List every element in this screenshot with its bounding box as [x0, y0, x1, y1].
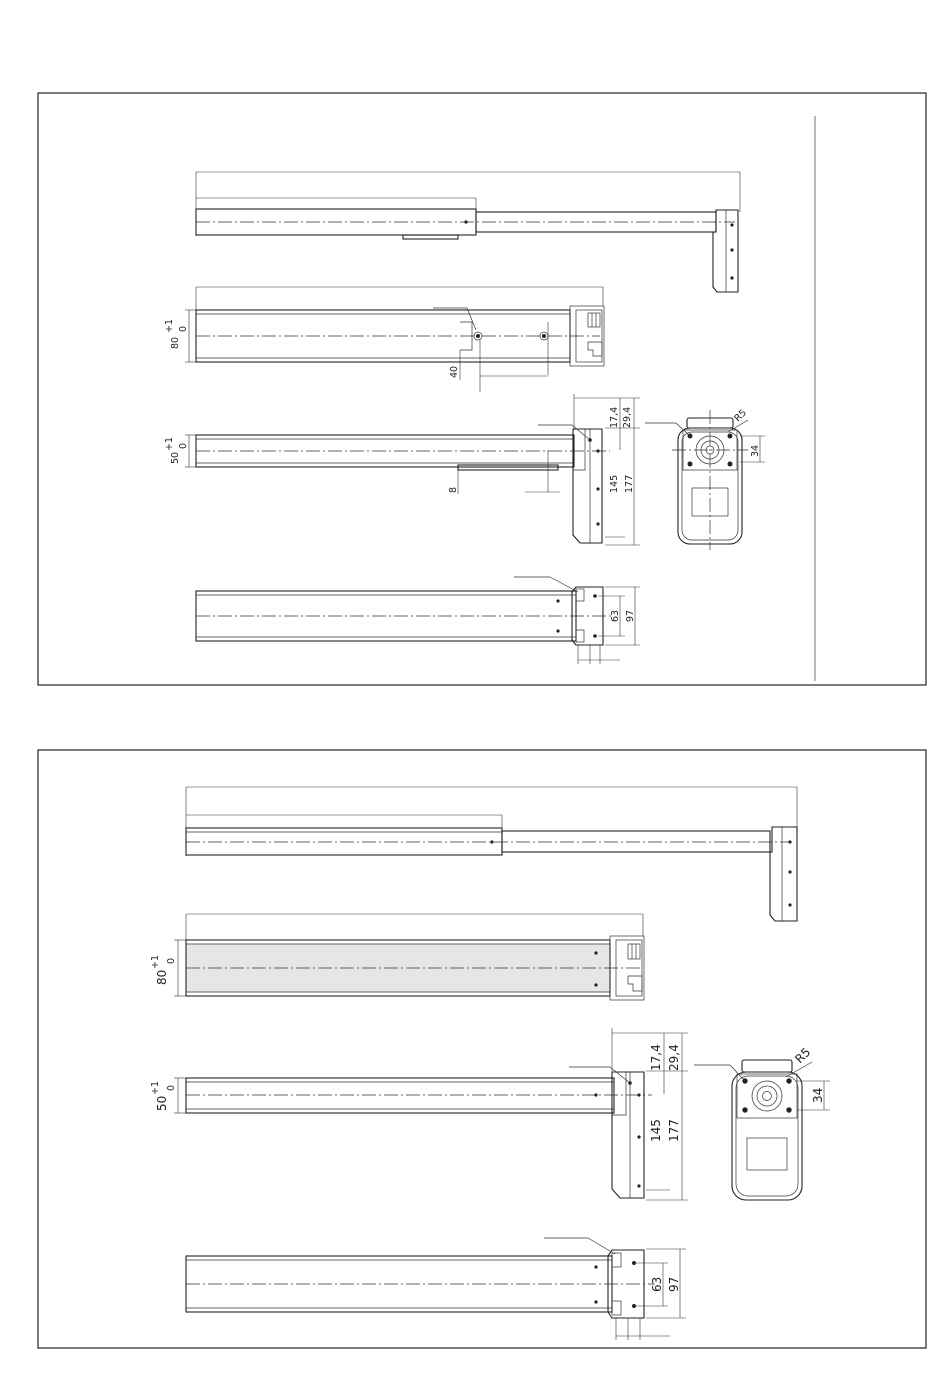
lower-hold-50-tol-zero: 0: [166, 1085, 177, 1091]
upper-dim-97: 97: [625, 610, 636, 622]
lower-hold-50-value: 50: [155, 1096, 169, 1111]
lower-view-extended-rail: [186, 787, 797, 921]
upper-hold-80-tol-zero: 0: [178, 326, 189, 332]
upper-view-end-face: R5 34: [645, 407, 765, 550]
upper-dim-63: 63: [610, 610, 621, 622]
upper-sheet: 80 +1 0 40: [38, 93, 926, 685]
upper-view-profile-50: 17,4 29,4 145 177 50 +1 0 8: [164, 394, 640, 545]
lower-hold-80-value: 80: [155, 970, 169, 985]
lower-view-profile-50: 17,4 29,4 145 177 50 +1 0: [150, 1028, 688, 1200]
lower-view-profile-80: 80 +1 0: [150, 914, 644, 1000]
upper-dim-17-4: 17,4: [609, 407, 620, 428]
upper-hold-50-tol-zero: 0: [178, 443, 189, 449]
lower-dim-63: 63: [650, 1277, 664, 1292]
upper-offset-8-value: 8: [448, 487, 459, 493]
lower-view-end-face: R5 34: [694, 1045, 830, 1200]
lower-dim-97: 97: [667, 1277, 681, 1292]
lower-dim-177: 177: [667, 1119, 681, 1142]
lower-sheet: 80 +1 0 17,4: [38, 750, 926, 1348]
upper-radius-r5: R5: [732, 407, 749, 424]
upper-dim-145: 145: [609, 475, 620, 493]
lower-dim-29-4: 29,4: [667, 1044, 681, 1071]
lower-dim-34: 34: [811, 1088, 825, 1103]
upper-view-extended-rail: [196, 172, 740, 292]
lower-dim-17-4: 17,4: [649, 1044, 663, 1071]
upper-view-profile-80: 80 +1 0 40: [164, 287, 604, 392]
lower-dim-145: 145: [649, 1119, 663, 1142]
upper-dim-177: 177: [624, 475, 635, 493]
upper-sheet-frame: [38, 93, 926, 685]
upper-dim-34: 34: [750, 445, 761, 457]
upper-hold-50-value: 50: [170, 452, 181, 464]
lower-view-bottom-profile: 63 97: [186, 1238, 686, 1340]
upper-offset-40-value: 40: [449, 366, 460, 378]
lower-hold-80-tol-plus: +1: [150, 955, 161, 969]
upper-hold-80-tol-plus: +1: [164, 319, 175, 333]
lower-hold-80-tol-zero: 0: [166, 958, 177, 964]
upper-hold-50-tol-plus: +1: [164, 437, 175, 451]
lower-sheet-frame: [38, 750, 926, 1348]
upper-view-bottom-profile: 63 97: [196, 577, 640, 664]
upper-hold-80-value: 80: [170, 337, 181, 349]
lower-hold-50-tol-plus: +1: [150, 1081, 161, 1095]
upper-dim-29-4: 29,4: [622, 407, 633, 428]
